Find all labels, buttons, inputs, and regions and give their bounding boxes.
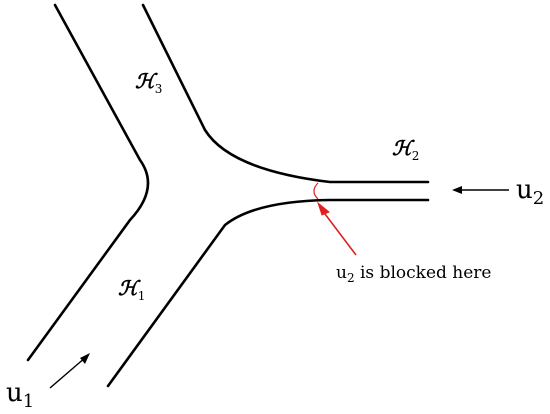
blocked-arrowhead: [316, 201, 330, 216]
upper-wall: [141, 3, 430, 184]
channel-walls: [26, 3, 430, 388]
region-label-h1: ℋ1: [118, 276, 145, 303]
region-label-h3: ℋ3: [135, 69, 162, 96]
u2-arrowhead: [452, 186, 462, 194]
u1-arrowhead: [80, 353, 90, 364]
u1-arrow: [49, 353, 90, 389]
lower-wall: [106, 198, 430, 388]
left-wall: [26, 3, 150, 362]
blocked-note: u2 is blocked here: [336, 263, 491, 285]
blocked-marker: [313, 182, 319, 200]
blocked-arrow: [316, 201, 357, 256]
region-label-h2: ℋ2: [392, 136, 419, 163]
velocity-label-u2: u2: [516, 175, 544, 209]
u2-arrow: [452, 186, 509, 194]
velocity-label-u1: u1: [6, 378, 34, 412]
